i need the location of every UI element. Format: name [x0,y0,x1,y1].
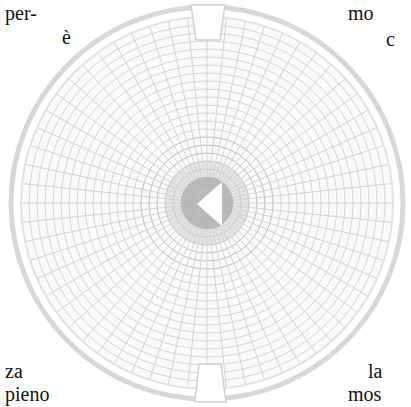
text-fragment: pieno [3,383,51,405]
grid-disc [21,17,393,389]
text-fragment: mos [346,383,383,405]
bottom-notch [195,364,226,402]
grid-ring [165,161,249,245]
grid-ring [149,145,265,261]
grid-ring [181,177,233,229]
outer-ring [11,7,403,399]
text-fragment: è [60,26,73,48]
center-shade [165,161,249,245]
text-fragment: per- [3,2,39,24]
top-notch [191,5,225,40]
text-fragment: mo [346,2,376,24]
text-fragment: za [3,360,25,382]
text-fragment: c [384,28,397,50]
text-fragment: la [366,360,384,382]
grid-lines [22,18,392,388]
grid-ring [157,153,257,253]
center-core [181,177,233,229]
center-triangle [197,182,222,226]
